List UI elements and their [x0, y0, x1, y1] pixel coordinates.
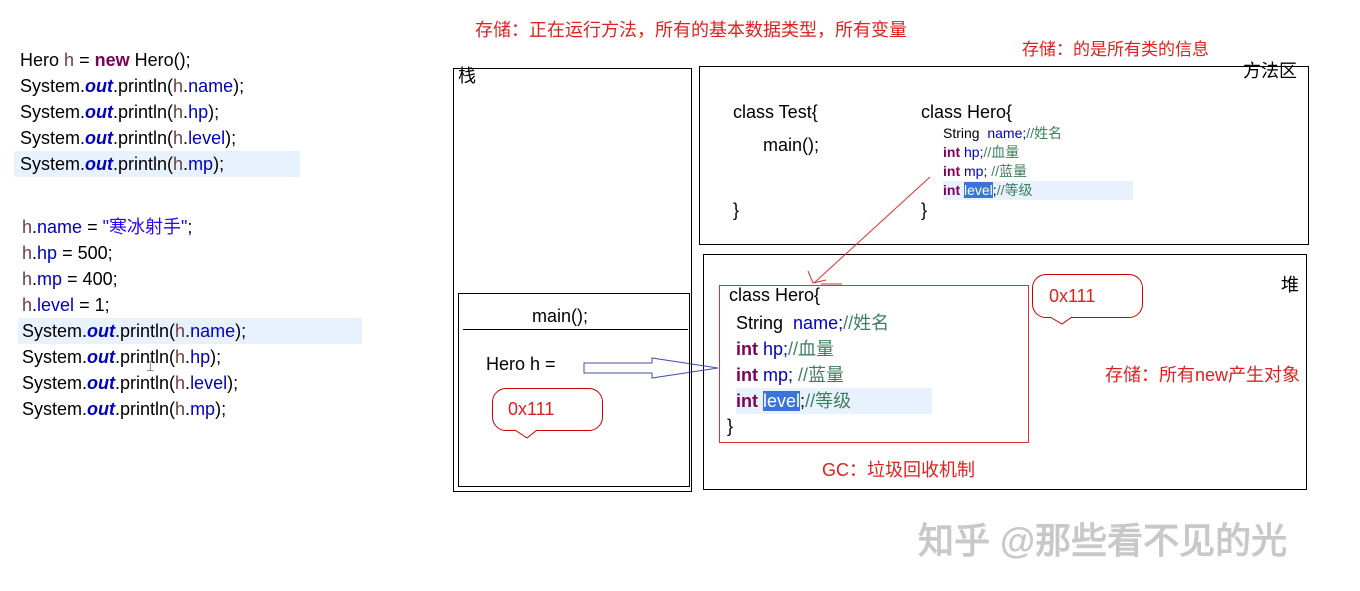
- heap-bubble-tail: [1049, 316, 1073, 325]
- method-area-title: 方法区: [1243, 61, 1297, 81]
- code-line: System.out.println(h.hp);: [22, 347, 222, 367]
- code-line: h.hp = 500;: [22, 243, 113, 263]
- frame-title: main();: [532, 306, 589, 326]
- field-line: int hp;//血量: [943, 144, 1020, 160]
- code-line: h.name = "寒冰射手";: [22, 217, 193, 237]
- stack-title: 栈: [458, 66, 476, 86]
- class-link-arrowhead: [807, 270, 827, 284]
- frame-divider: [463, 329, 688, 330]
- code-line: System.out.println(h.name);: [20, 76, 245, 96]
- field-line: String name;//姓名: [943, 125, 1063, 141]
- code-block-2: h.name = "寒冰射手"; h.hp = 500; h.mp = 400;…: [18, 214, 362, 422]
- code-line: System.out.println(h.level);: [22, 373, 239, 393]
- code-line: System.out.println(h.level);: [20, 128, 237, 148]
- method-area-region: [699, 66, 1309, 245]
- field-line: String name;//姓名: [736, 313, 890, 333]
- method-hero-fields: String name;//姓名 int hp;//血量 int mp; //蓝…: [943, 124, 1133, 200]
- main-stack-frame: [458, 293, 690, 487]
- field-line-highlighted: int level;//等级: [943, 181, 1133, 200]
- heap-hero-object: [719, 285, 1029, 443]
- stack-address: 0x111: [508, 399, 555, 419]
- code-line: h.level = 1;: [22, 295, 110, 315]
- code-block-1: Hero h = new Hero(); System.out.println(…: [14, 47, 300, 177]
- field-line: int hp;//血量: [736, 339, 835, 359]
- heap-hero-header: class Hero{: [729, 285, 821, 305]
- method-hero-close: }: [921, 200, 928, 220]
- code-line-highlighted: System.out.println(h.name);: [18, 318, 362, 344]
- test-class-close: }: [733, 200, 740, 220]
- variable-h-label: Hero h =: [486, 354, 556, 374]
- method-hero-header: class Hero{: [921, 102, 1013, 122]
- test-class-main: main();: [763, 135, 820, 155]
- heap-address: 0x111: [1049, 286, 1096, 306]
- field-line: int mp; //蓝量: [736, 365, 845, 385]
- code-line: System.out.println(h.mp);: [22, 399, 227, 419]
- code-line-highlighted: System.out.println(h.mp);: [14, 151, 300, 177]
- watermark: 知乎 @那些看不见的光: [918, 520, 1288, 561]
- class-link-arrow: [813, 176, 931, 284]
- test-class-header: class Test{: [733, 102, 818, 122]
- reference-arrow: [583, 357, 719, 379]
- code-line: h.mp = 400;: [22, 269, 118, 289]
- heap-region: [703, 254, 1307, 490]
- field-line-highlighted: int level;//等级: [736, 388, 932, 414]
- method-area-storage-note: 存储：的是所有类的信息: [1022, 40, 1209, 59]
- heap-address-bubble: 0x111: [1032, 274, 1143, 318]
- stack-region: [453, 68, 692, 492]
- heap-hero-close: }: [727, 416, 734, 436]
- code-line: System.out.println(h.hp);: [20, 102, 220, 122]
- text-cursor-icon: ⌶: [146, 358, 155, 374]
- stack-bubble-tail: [514, 429, 538, 439]
- heap-hero-fields: String name;//姓名 int hp;//血量 int mp; //蓝…: [736, 310, 932, 414]
- heap-storage-note: 存储：所有new产生对象: [1105, 365, 1301, 385]
- field-line: int mp; //蓝量: [943, 163, 1028, 179]
- stack-storage-note: 存储：正在运行方法，所有的基本数据类型，所有变量: [475, 20, 907, 40]
- heap-title: 堆: [1281, 275, 1299, 295]
- stack-address-bubble: 0x111: [492, 388, 603, 431]
- code-line: Hero h = new Hero();: [20, 50, 191, 70]
- gc-note: GC：垃圾回收机制: [822, 460, 975, 480]
